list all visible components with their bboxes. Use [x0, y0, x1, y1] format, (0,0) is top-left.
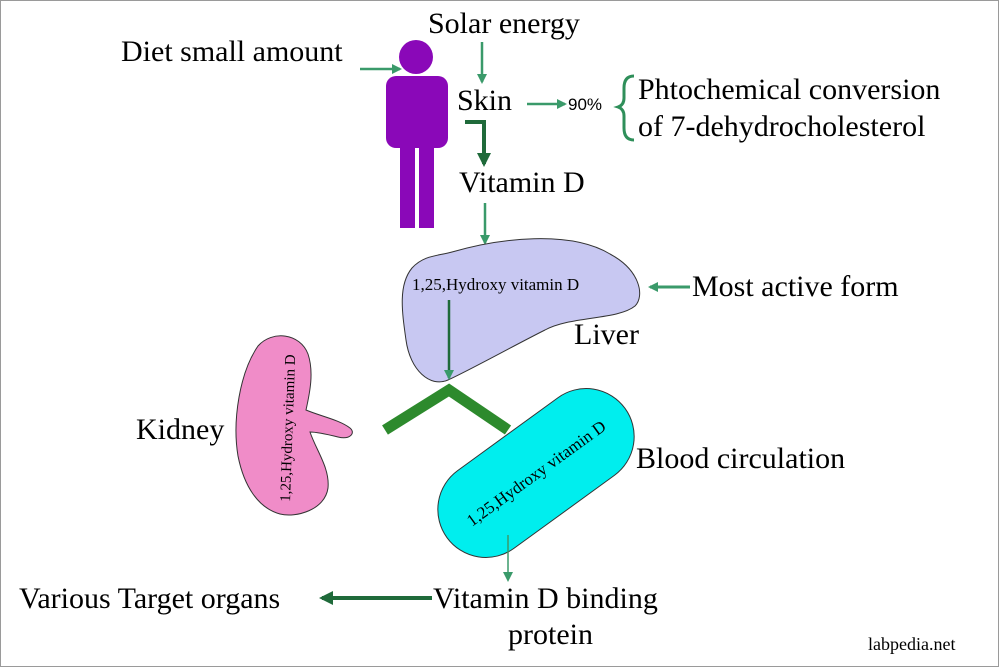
vitamin-d-label: Vitamin D [459, 166, 585, 199]
kidney-inner-label: 1,25,Hydroxy vitamin D [278, 354, 299, 502]
diet-label: Diet small amount [121, 35, 343, 68]
target-organs-label: Various Target organs [19, 582, 280, 615]
skin-to-vitamin-d-arrow [465, 120, 491, 167]
kidney-label: Kidney [136, 413, 224, 446]
binding-line1: Vitamin D binding [433, 582, 658, 615]
binding-line2: protein [508, 618, 593, 651]
percent-label: 90% [568, 95, 602, 114]
liver-shape [401, 238, 641, 383]
solar-energy-label: Solar energy [428, 7, 580, 40]
kidney-shape [235, 335, 353, 516]
chevron-split-icon [382, 383, 512, 435]
blood-pill: 1,25,Hydroxy vitamin D [437, 388, 635, 558]
person-icon [386, 40, 448, 228]
liver-inner-label: 1,25,Hydroxy vitamin D [412, 275, 579, 294]
most-active-label: Most active form [692, 270, 899, 303]
conversion-line1: Phtochemical conversion [638, 73, 940, 106]
watermark-label: labpedia.net [868, 634, 955, 654]
curly-brace-icon [613, 74, 635, 142]
skin-label: Skin [457, 84, 512, 117]
conversion-line2: of 7-dehydrocholesterol [638, 110, 925, 143]
blood-circulation-label: Blood circulation [636, 442, 845, 475]
liver-label: Liver [574, 318, 639, 351]
